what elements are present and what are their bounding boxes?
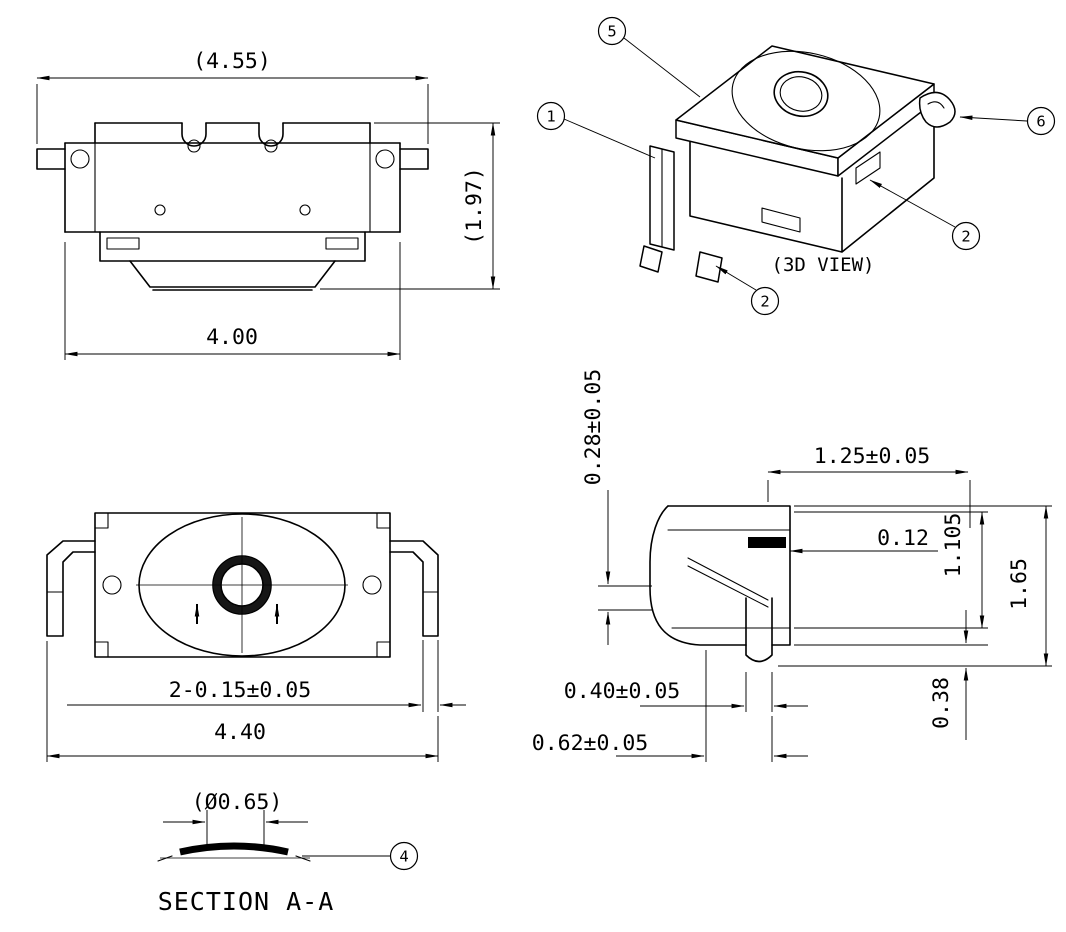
dim-overall-width-label: (4.55)	[193, 49, 271, 74]
iso-right-terminal	[855, 151, 881, 185]
dim-body-width-label: 4.00	[206, 325, 258, 350]
callout-balloon-4: 4	[302, 841, 419, 871]
dim-terminal-width-label: 0.40±0.05	[564, 679, 681, 704]
section-aa-view: (Ø0.65) 4 SECTION A-A	[157, 790, 419, 916]
dim-height-label: (1.97)	[462, 167, 487, 245]
centerlines	[136, 517, 348, 653]
callout-balloon-5: 5	[597, 16, 701, 98]
dim-overall-height-label: 1.65	[1007, 558, 1032, 610]
iso-hook-terminal	[918, 91, 956, 128]
callout-balloon-2-right: 2	[869, 179, 981, 251]
side-view-dimensions: 0.28±0.05 1.25±0.05 0.12 1.105 1.65 0.38	[532, 369, 1052, 762]
iso-body	[639, 45, 956, 283]
dim-cover-height-label: 0.28±0.05	[581, 369, 606, 486]
balloon-2-bottom-label: 2	[760, 293, 769, 311]
dim-inner-height-label: 1.105	[941, 513, 966, 578]
top-view-left-leg	[46, 540, 96, 637]
top-view-outline	[46, 512, 439, 658]
balloon-4-label: 4	[399, 848, 408, 866]
callout-balloon-2-bottom: 2	[715, 265, 780, 316]
iso-view-caption: (3D VIEW)	[772, 254, 875, 276]
dim-terminal-offset-label: 0.62±0.05	[532, 731, 649, 756]
section-aa-dimensions: (Ø0.65)	[163, 790, 308, 845]
dim-terminal-drop-label: 0.38	[929, 677, 954, 729]
front-view: (4.55) 4.00 (1.97)	[36, 49, 500, 360]
front-view-dimensions: (4.55) 4.00 (1.97)	[36, 49, 500, 360]
top-view: 2-0.15±0.05 4.40	[46, 512, 466, 762]
side-section-view: 0.28±0.05 1.25±0.05 0.12 1.105 1.65 0.38	[532, 369, 1052, 762]
dim-top-overall-width-label: 4.40	[214, 720, 266, 745]
section-aa-title: SECTION A-A	[158, 887, 335, 916]
front-view-outline	[36, 122, 429, 291]
dim-dome-dia-label: (Ø0.65)	[192, 790, 283, 815]
balloon-5-label: 5	[607, 23, 616, 41]
section-aa-geometry	[157, 842, 311, 862]
top-view-dimensions: 2-0.15±0.05 4.40	[46, 640, 466, 762]
top-view-right-leg	[389, 540, 439, 637]
dim-step-label: 0.12	[877, 526, 929, 551]
iso-bottom-leg	[695, 251, 723, 283]
callout-balloon-1: 1	[536, 101, 656, 159]
callout-balloon-6: 6	[959, 106, 1056, 136]
dome-section	[179, 842, 289, 856]
contact-detail	[748, 537, 786, 548]
dim-top-width-label: 1.25±0.05	[814, 444, 931, 469]
dim-terminals-label: 2-0.15±0.05	[169, 678, 311, 703]
balloon-1-label: 1	[546, 108, 555, 126]
iso-3d-view: 5 1 6 2 2 (3D VIEW)	[536, 16, 1056, 316]
balloon-6-label: 6	[1036, 113, 1045, 131]
balloon-2-right-label: 2	[961, 228, 970, 246]
side-view-outline	[649, 505, 791, 663]
